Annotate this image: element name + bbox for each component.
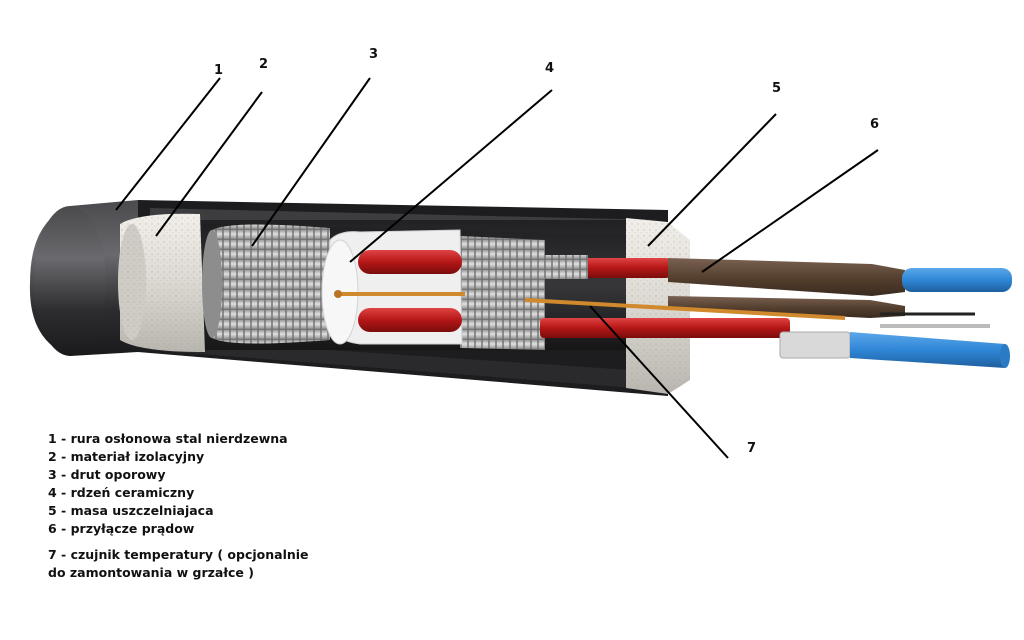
power-leads (668, 258, 1012, 368)
callout-4: 4 (545, 61, 555, 76)
legend: 1 - rura osłonowa stal nierdzewna 2 - ma… (48, 430, 348, 580)
callout-1: 1 (214, 63, 224, 78)
legend-item-4: 4 - rdzeń ceramiczny (48, 485, 195, 500)
ceramic-core (321, 229, 463, 345)
legend-item-2: 2 - materiał izolacyjny (48, 449, 205, 464)
legend-item-5: 5 - masa uszczelniajaca (48, 503, 214, 518)
callout-7: 7 (747, 441, 757, 456)
resistance-coil (202, 224, 545, 350)
leader-lines (115, 77, 879, 459)
legend-item-3: 3 - drut oporowy (48, 467, 166, 482)
internal-red-leads (538, 255, 851, 359)
callout-5: 5 (772, 81, 782, 96)
callout-2: 2 (259, 57, 269, 72)
legend-item-7: 7 - czujnik temperatury ( opcjonalnie do… (48, 547, 309, 580)
legend-item-1: 1 - rura osłonowa stal nierdzewna (48, 431, 288, 446)
callout-3: 3 (369, 47, 379, 62)
callout-6: 6 (870, 117, 880, 132)
legend-item-6: 6 - przyłącze prądow (48, 521, 195, 536)
temperature-sensor (334, 290, 846, 320)
